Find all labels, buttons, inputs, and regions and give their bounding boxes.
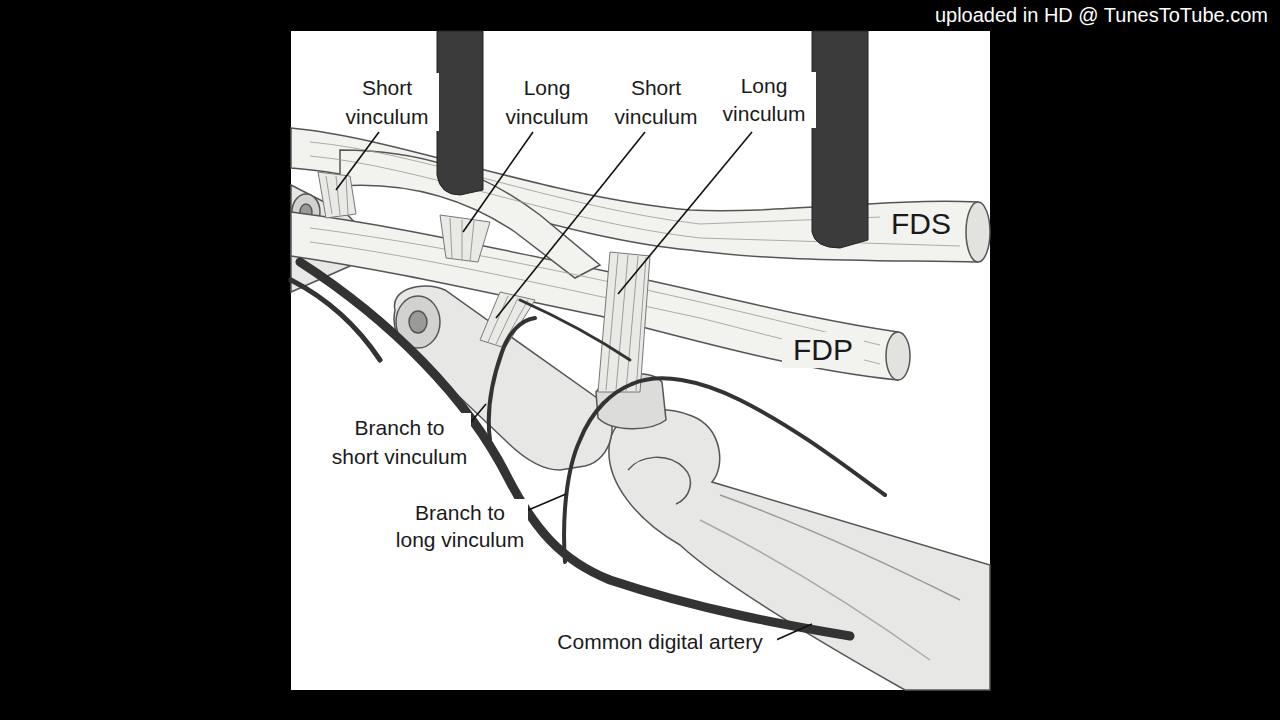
artery <box>291 280 380 360</box>
vinculum <box>440 215 490 262</box>
artery <box>489 318 535 440</box>
vinculum <box>598 252 650 392</box>
vinculum <box>318 172 356 218</box>
structure-label: Long vinculum <box>495 73 599 131</box>
tendon <box>291 212 898 380</box>
retractor <box>437 31 868 248</box>
artery <box>291 262 885 636</box>
watermark: uploaded in HD @ TunesToTube.com <box>933 2 1270 28</box>
structure-label: Short vinculum <box>335 73 439 131</box>
vinculum-fibre <box>326 176 646 391</box>
tendon-fibre <box>310 228 880 345</box>
bone <box>720 495 960 600</box>
vinculum-fibre <box>606 254 646 391</box>
artery-label: Branch to short vinculum <box>328 413 471 471</box>
tendon <box>886 332 910 380</box>
tendon-label: FDS <box>880 206 962 242</box>
leader-line <box>618 132 752 294</box>
bone <box>628 457 690 504</box>
tendon-label: FDP <box>782 332 864 368</box>
artery <box>564 384 632 562</box>
artery <box>632 378 885 495</box>
leader-line <box>336 132 379 190</box>
image-panel <box>291 31 990 690</box>
artery-label: Branch to long vinculum <box>392 499 528 553</box>
artery <box>520 300 630 360</box>
retractor <box>437 31 483 195</box>
vinculum-fibre <box>326 176 348 215</box>
leader-line <box>776 624 812 640</box>
leader-line <box>463 132 533 232</box>
artery <box>300 262 850 636</box>
tendon <box>966 202 990 262</box>
vinculum <box>318 172 650 392</box>
leader-line <box>336 132 812 640</box>
structure-label: Long vinculum <box>712 72 816 128</box>
structure-label: Short vinculum <box>604 73 708 131</box>
vinculum-fibre <box>450 218 474 261</box>
leader-line <box>496 132 645 318</box>
retractor <box>812 31 868 248</box>
artery-label: Common digital artery <box>543 628 777 656</box>
bone <box>409 311 427 333</box>
